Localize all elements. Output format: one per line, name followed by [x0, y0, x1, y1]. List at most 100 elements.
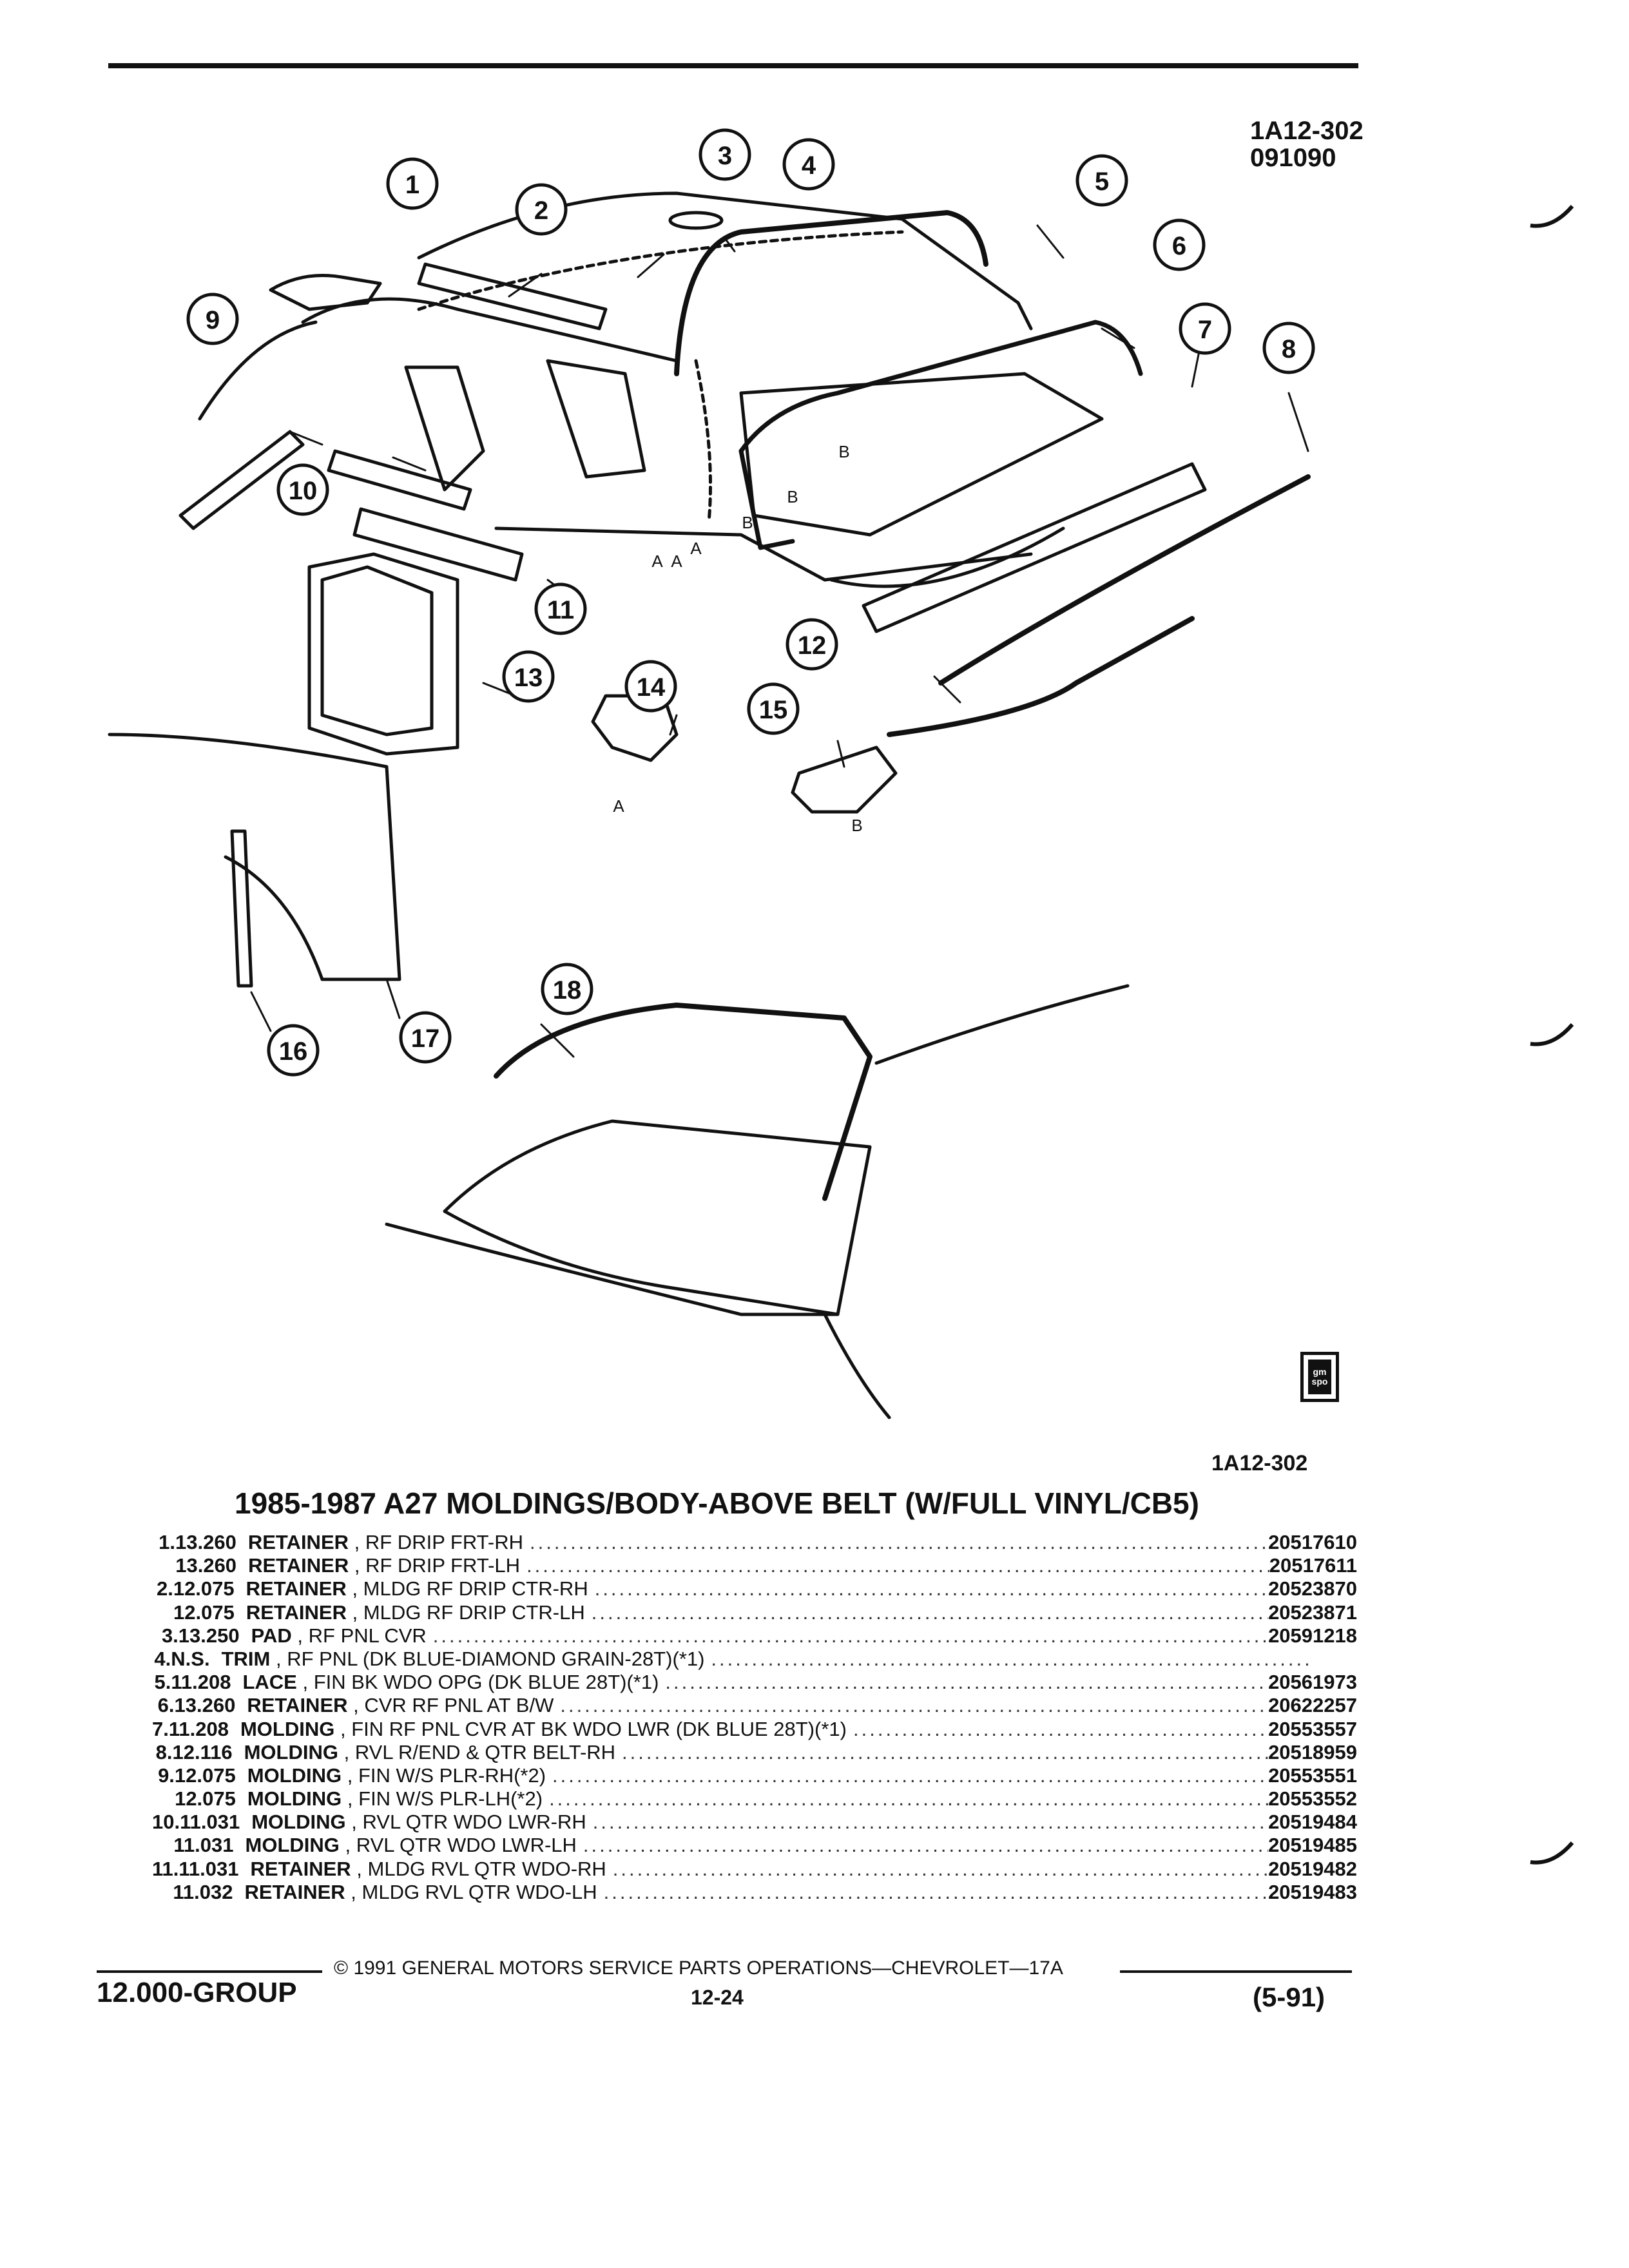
parts-number: 20553551 [1268, 1763, 1357, 1787]
part-1-retainer [269, 274, 382, 311]
parts-illustration-code: 12.075 [173, 1600, 235, 1624]
parts-detail: , RF PNL CVR [297, 1624, 427, 1647]
part-10-molding [327, 449, 472, 511]
parts-illustration-code: 12.116 [172, 1740, 233, 1763]
part-11-retainer [352, 507, 524, 582]
leader-dots: ........................................… [530, 1531, 1269, 1553]
roof-front-edge [301, 297, 679, 363]
diagram-ref-code: 1A12-302 [1250, 117, 1364, 145]
margin-mark-2 [1530, 1023, 1574, 1046]
leader-dots: ........................................… [549, 1787, 1268, 1811]
parts-detail: , RF PNL (DK BLUE-DIAMOND GRAIN-28T)(*1) [275, 1647, 705, 1670]
letter-a-4: A [613, 796, 624, 816]
parts-description: MOLDING , RVL QTR WDO LWR-RH [251, 1811, 586, 1834]
callout-13: 13 [514, 664, 543, 692]
parts-illustration-code: 12.075 [173, 1577, 235, 1600]
parts-detail: , FIN W/S PLR-RH(*2) [347, 1763, 546, 1787]
callout-7: 7 [1198, 316, 1212, 344]
parts-illustration-code: 11.031 [180, 1811, 240, 1834]
parts-index [152, 1601, 173, 1624]
parts-description: TRIM , RF PNL (DK BLUE-DIAMOND GRAIN-28T… [222, 1648, 705, 1671]
parts-detail: , MLDG RVL QTR WDO-LH [351, 1880, 597, 1903]
parts-index: 8. [155, 1740, 173, 1763]
diagram-reference: 1A12-302 091090 [1250, 117, 1364, 171]
callout-17: 17 [411, 1024, 440, 1053]
parts-illustration-code: 11.031 [178, 1857, 239, 1880]
parts-name: MOLDING [247, 1763, 342, 1787]
parts-index: 6. [157, 1694, 175, 1717]
parts-name: RETAINER [247, 1531, 349, 1553]
parts-description: MOLDING , FIN W/S PLR-LH(*2) [247, 1787, 543, 1811]
leader-dots: ........................................… [592, 1811, 1268, 1834]
parts-illustration-code: 11.031 [173, 1834, 234, 1857]
parts-number: 20553557 [1268, 1717, 1357, 1740]
letter-b-3: B [838, 442, 849, 461]
gm-spo-logo-text: gm spo [1308, 1360, 1331, 1394]
footer-date: (5-91) [1253, 1982, 1325, 2012]
leader-dots: ........................................… [665, 1671, 1269, 1694]
parts-description: RETAINER , CVR RF PNL AT B/W [247, 1694, 554, 1717]
parts-name: MOLDING [247, 1787, 342, 1811]
letter-a-3: A [690, 539, 702, 558]
leader-dots: ........................................… [594, 1577, 1268, 1600]
parts-detail: , CVR RF PNL AT B/W [353, 1694, 554, 1717]
callout-3: 3 [718, 142, 732, 170]
parts-detail: , RVL QTR WDO LWR-RH [351, 1811, 586, 1834]
parts-row: 2.12.075 RETAINER , MLDG RF DRIP CTR-RH..… [152, 1577, 1357, 1600]
parts-illustration-code: 13.250 [178, 1624, 240, 1647]
callout-10: 10 [289, 477, 318, 505]
diagram-ref-date: 091090 [1250, 144, 1336, 172]
parts-name: PAD [251, 1624, 292, 1647]
parts-detail: , MLDG RF DRIP CTR-LH [352, 1600, 585, 1624]
parts-detail: , RVL R/END & QTR BELT-RH [343, 1740, 616, 1763]
letter-b-4: B [851, 816, 862, 835]
callout-18: 18 [553, 976, 582, 1004]
parts-description: RETAINER , MLDG RF DRIP CTR-LH [246, 1601, 585, 1624]
windshield-glass [443, 1119, 872, 1316]
parts-description: RETAINER , MLDG RF DRIP CTR-RH [246, 1577, 588, 1600]
parts-number: 20519483 [1268, 1880, 1357, 1903]
parts-number: 20591218 [1268, 1624, 1357, 1647]
part-6-retainer [738, 320, 1143, 454]
side-window-rear [546, 359, 646, 479]
callout-8: 8 [1282, 335, 1296, 363]
callout-1: 1 [405, 171, 419, 199]
letter-a-1: A [651, 552, 663, 571]
parts-number: 20561973 [1268, 1671, 1357, 1694]
trunk-line [829, 526, 1065, 588]
parts-description: MOLDING , FIN W/S PLR-RH(*2) [247, 1764, 546, 1787]
leader-dots: ........................................… [622, 1740, 1268, 1763]
parts-description: RETAINER , RF DRIP FRT-RH [248, 1531, 523, 1554]
parts-description: RETAINER , MLDG RVL QTR WDO-LH [245, 1881, 597, 1904]
callout-11: 11 [547, 596, 574, 624]
part-3-pad [668, 211, 724, 230]
parts-index: 2. [156, 1577, 173, 1600]
diagram-reference-bottom: 1A12-302 [1211, 1451, 1308, 1475]
a-pillar-line [874, 984, 1130, 1065]
parts-name: RETAINER [248, 1554, 349, 1577]
leader-dots: ........................................… [552, 1763, 1268, 1787]
windshield-frame [198, 320, 318, 421]
top-rule [108, 63, 1358, 68]
cowl-line [823, 1312, 891, 1419]
part-16-strip [230, 829, 253, 988]
callout-16: 16 [279, 1037, 308, 1066]
parts-name: LACE [242, 1671, 297, 1694]
parts-name: TRIM [221, 1647, 271, 1670]
leader-dots: ........................................… [560, 1694, 1268, 1717]
parts-name: MOLDING [244, 1740, 338, 1763]
letter-b-1: B [742, 513, 753, 532]
parts-index: 5. [154, 1671, 171, 1694]
parts-index [152, 1881, 173, 1904]
part-15-clip [791, 745, 898, 814]
roof-seam [417, 230, 904, 311]
